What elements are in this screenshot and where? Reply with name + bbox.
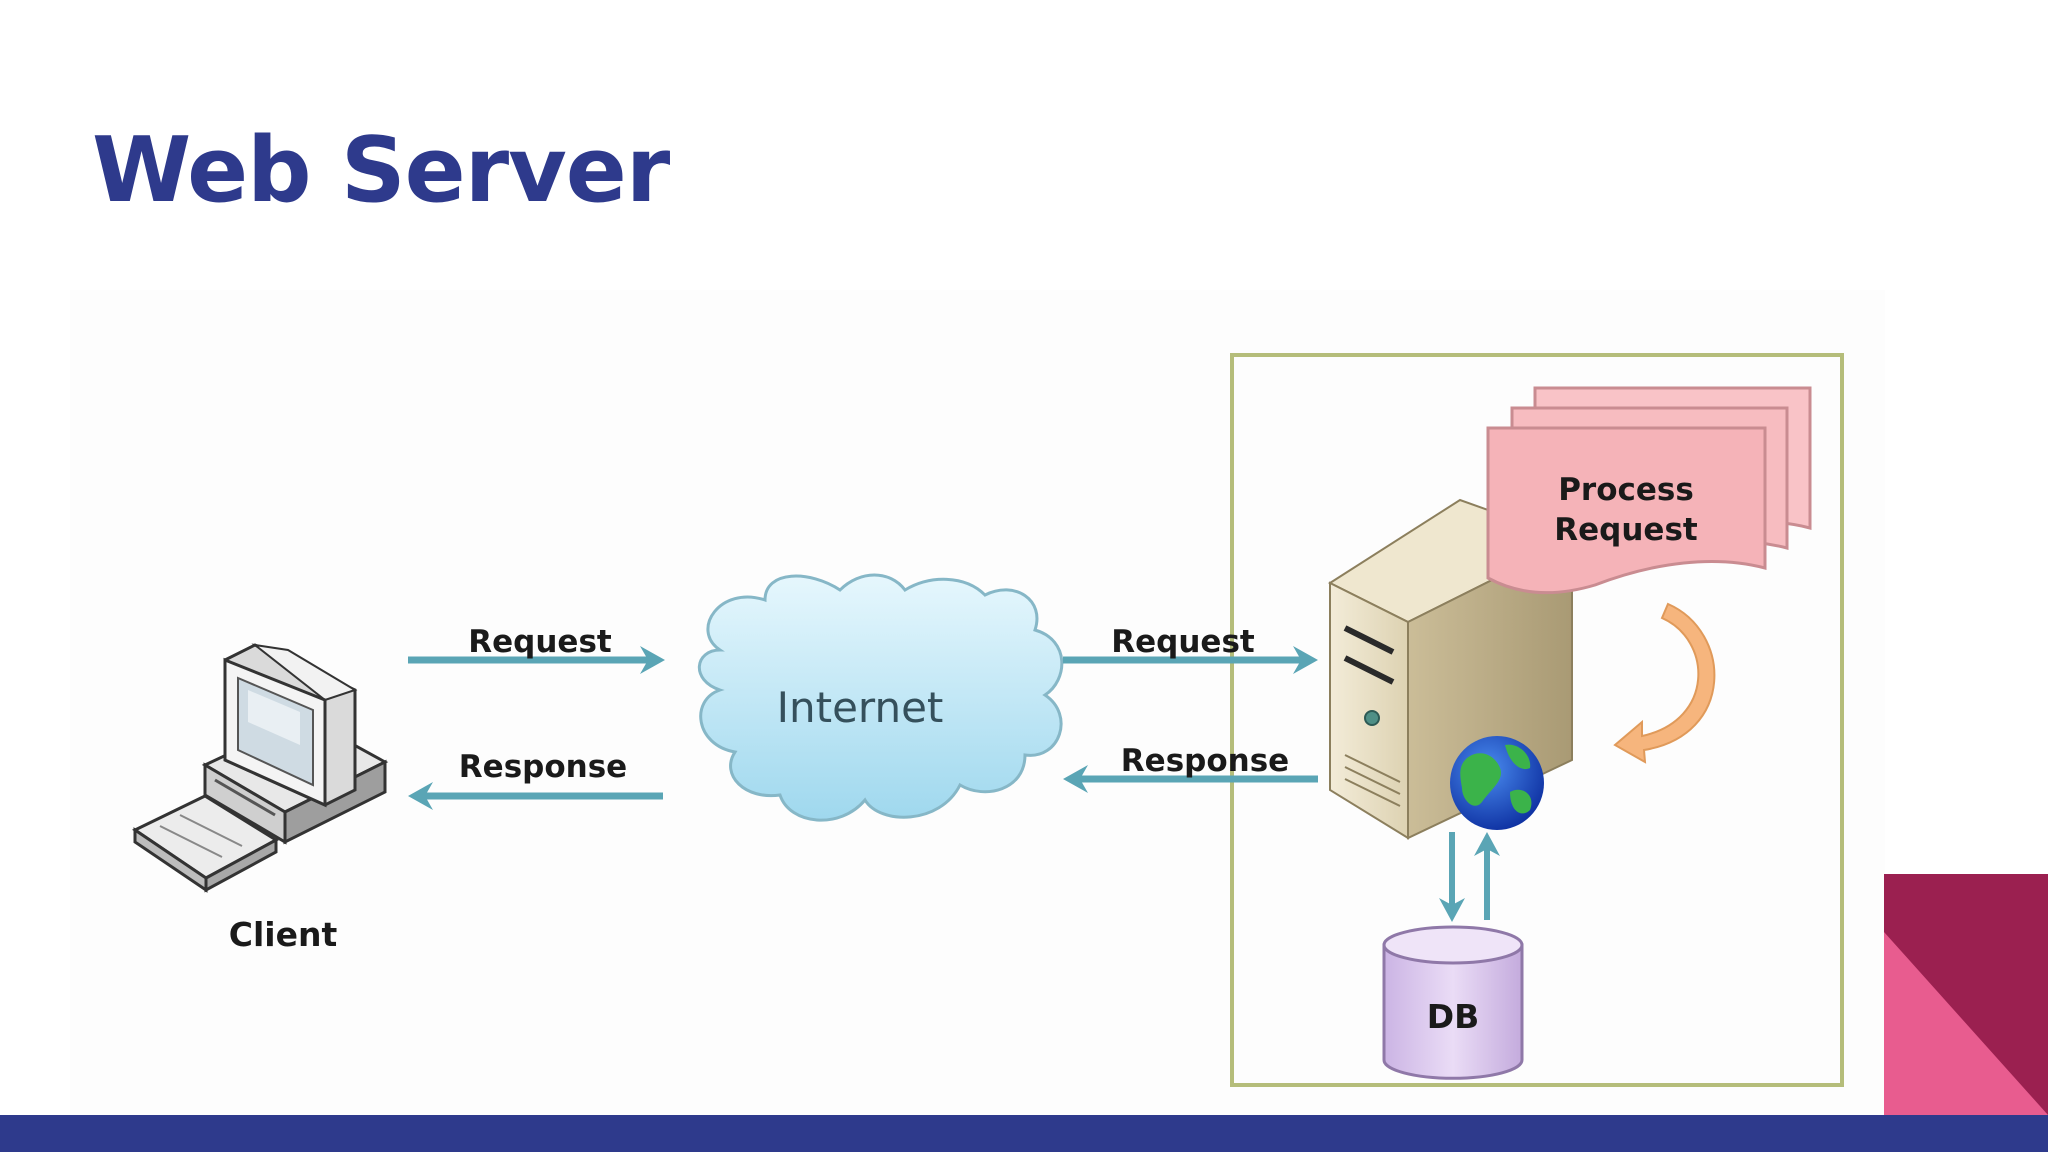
globe-icon: [1450, 736, 1544, 830]
left-request-label: Request: [468, 624, 612, 660]
right-request-arrow: [1063, 646, 1318, 674]
right-response-arrow: [1063, 765, 1318, 793]
corner-accent-decoration: [1884, 874, 2048, 1115]
process-request-documents-icon: [1486, 386, 1812, 595]
client-computer-icon: [132, 643, 389, 893]
left-response-arrow: [408, 782, 663, 810]
db-down-arrow: [1439, 832, 1465, 922]
internet-label: Internet: [777, 683, 944, 732]
db-label: DB: [1427, 997, 1480, 1036]
page-title: Web Server: [92, 118, 670, 223]
footer-bar: [0, 1115, 2048, 1152]
process-label-line2: Request: [1554, 512, 1698, 548]
server-box-border: [1230, 353, 1844, 1087]
curved-process-arrow-icon: [1613, 602, 1716, 764]
process-label-line1: Process: [1558, 472, 1694, 508]
left-response-label: Response: [459, 749, 627, 785]
database-icon: [1382, 925, 1524, 1080]
footer-notch: [70, 1096, 1885, 1115]
db-up-arrow: [1474, 832, 1500, 920]
left-request-arrow: [408, 646, 665, 674]
internet-cloud-icon: [697, 573, 1064, 822]
right-request-label: Request: [1111, 624, 1255, 660]
client-label: Client: [229, 915, 338, 954]
right-response-label: Response: [1121, 743, 1289, 779]
